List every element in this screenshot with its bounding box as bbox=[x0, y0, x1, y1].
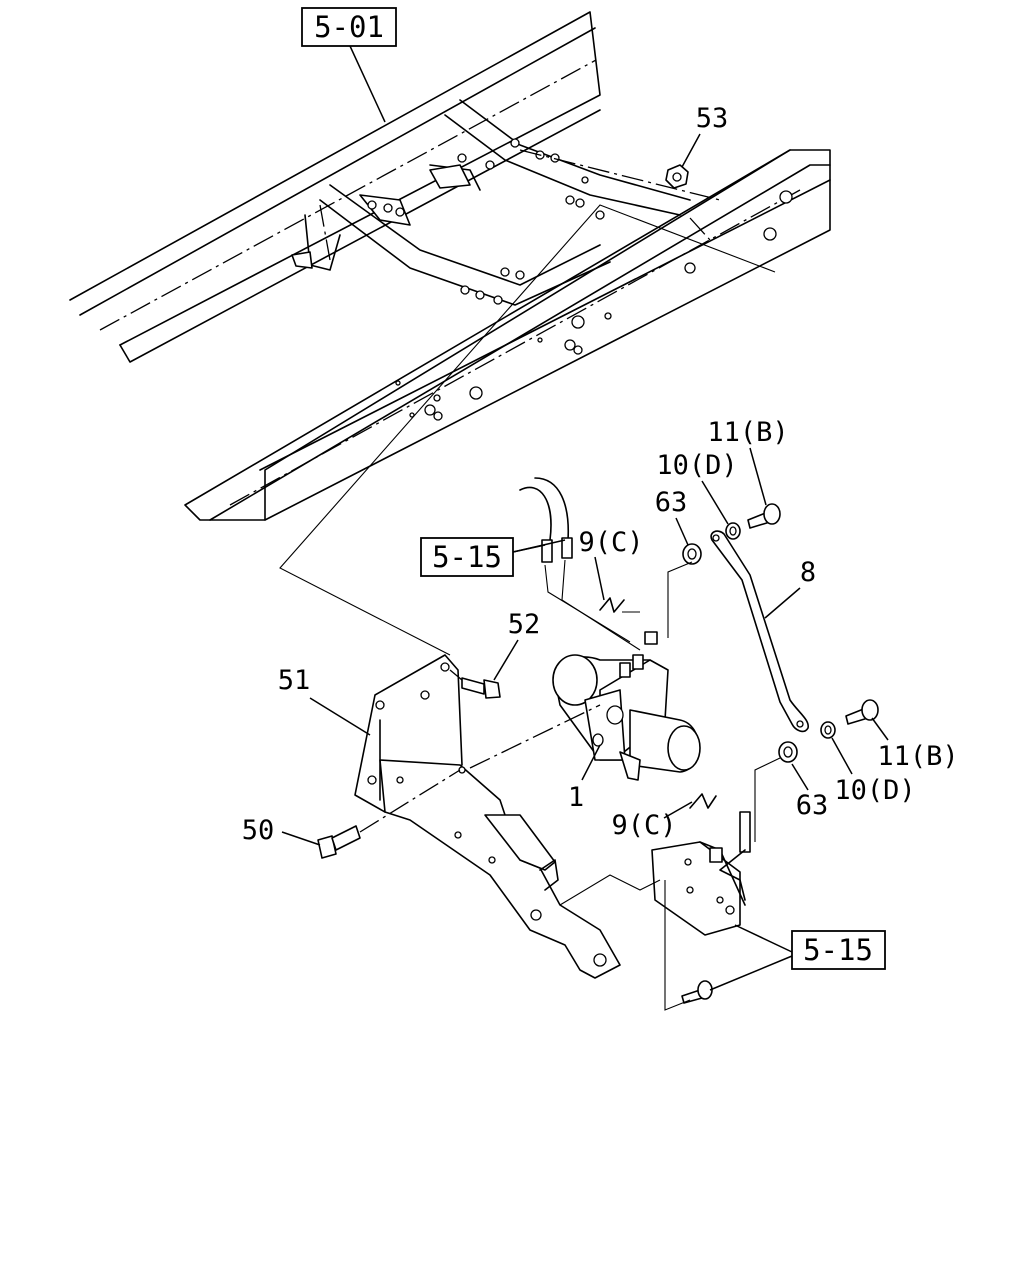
clip-9c-bottom-icon bbox=[689, 793, 717, 809]
callout-11b-top: 11(B) bbox=[707, 417, 788, 448]
callout-1: 1 bbox=[568, 782, 584, 813]
svg-text:5-15: 5-15 bbox=[432, 540, 502, 574]
right-frame-rail bbox=[184, 149, 831, 521]
bolt-50-icon bbox=[317, 825, 361, 859]
leader-52 bbox=[493, 639, 519, 681]
bolt-52-axis bbox=[449, 669, 463, 681]
leader-9c-top bbox=[594, 556, 605, 601]
leader-63-top bbox=[675, 517, 689, 546]
svg-text:5-15: 5-15 bbox=[803, 933, 873, 967]
leader-10d-top bbox=[701, 480, 729, 525]
leader-50 bbox=[281, 831, 321, 846]
bushing-63-bottom-hole bbox=[783, 746, 793, 758]
callout-10d-bottom: 10(D) bbox=[834, 775, 915, 806]
callout-63-top: 63 bbox=[655, 487, 688, 518]
clip-9c-top-icon bbox=[599, 597, 625, 613]
callout-52: 52 bbox=[508, 609, 541, 640]
pump-assembly-1 bbox=[552, 631, 701, 781]
valve-bracket bbox=[651, 811, 751, 936]
cross-member-rear bbox=[291, 184, 611, 306]
callout-53: 53 bbox=[696, 103, 729, 134]
cross-member-front bbox=[429, 99, 721, 220]
ref-box-5-01[interactable]: 5-01 bbox=[301, 7, 397, 47]
leader-5-15-right-a bbox=[734, 924, 793, 953]
bushing-pipe-leader-top bbox=[667, 561, 693, 638]
bracket-51 bbox=[354, 654, 621, 979]
leader-11b-bottom bbox=[871, 717, 889, 741]
rail-to-bracket-outline bbox=[279, 204, 776, 656]
callout-63-bottom: 63 bbox=[796, 790, 829, 821]
callout-51: 51 bbox=[278, 665, 311, 696]
callout-9c-bottom: 9(C) bbox=[611, 810, 676, 841]
leader-11b-top bbox=[749, 447, 767, 506]
bolt-11b-top-icon bbox=[747, 503, 781, 529]
left-frame-rail bbox=[69, 11, 601, 363]
pump-mount-axis bbox=[469, 704, 601, 769]
bracket-to-valve-dash bbox=[559, 874, 661, 906]
leader-10d-bottom bbox=[831, 737, 853, 775]
leader-9c-bottom bbox=[663, 801, 693, 819]
callout-9c-top: 9(C) bbox=[578, 527, 643, 558]
svg-text:5-01: 5-01 bbox=[314, 10, 384, 44]
hydraulic-hoses bbox=[519, 477, 641, 651]
leader-5-15-left-b bbox=[512, 539, 566, 553]
nut-53-icon bbox=[665, 164, 689, 189]
ref-box-5-15-left[interactable]: 5-15 bbox=[420, 537, 514, 577]
bolt-50-axis bbox=[359, 769, 461, 833]
bolt-11b-bottom-icon bbox=[845, 699, 879, 725]
leader-8 bbox=[764, 587, 801, 619]
bolt-bottom-leader bbox=[664, 880, 691, 1011]
callout-11b-bottom: 11(B) bbox=[877, 741, 958, 772]
washer-10d-bottom-hole bbox=[824, 725, 832, 735]
ref-box-5-15-right[interactable]: 5-15 bbox=[791, 930, 886, 970]
leader-63-bottom bbox=[791, 763, 809, 791]
leader-5-01 bbox=[349, 45, 386, 123]
leader-1 bbox=[581, 744, 601, 781]
bolt-bottom-icon bbox=[681, 980, 713, 1004]
bolt-52-icon bbox=[461, 677, 501, 699]
leader-5-15-right-b bbox=[709, 955, 793, 991]
rod-8 bbox=[710, 530, 809, 733]
callout-50: 50 bbox=[242, 815, 275, 846]
bushing-pipe-leader-bottom bbox=[754, 757, 781, 842]
leader-53 bbox=[681, 133, 701, 168]
washer-10d-top-hole bbox=[729, 526, 737, 536]
leader-51 bbox=[309, 697, 371, 736]
callout-10d-top: 10(D) bbox=[656, 450, 737, 481]
nut-center-line bbox=[689, 217, 711, 241]
bushing-63-top-hole bbox=[687, 548, 697, 560]
callout-8: 8 bbox=[800, 557, 816, 588]
